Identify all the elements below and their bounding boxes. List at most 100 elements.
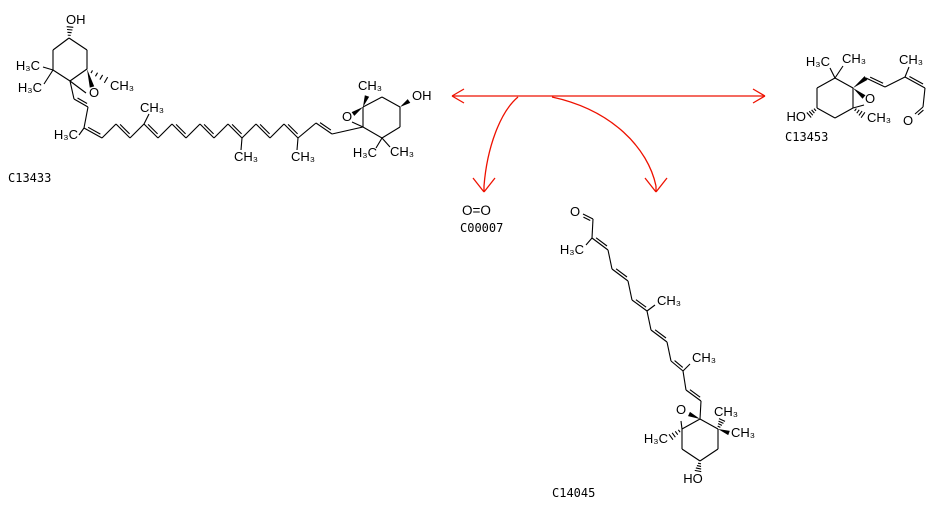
bond-line [199,123,215,139]
atom-label-h3c: H₃C [16,58,40,73]
atom-label-ch3: CH₃ [234,149,258,164]
bond-line [69,80,75,100]
atom-label-o: O [676,402,686,417]
compound-id-c00007[interactable]: C00007 [460,221,503,235]
hash-bond-tick [694,469,702,473]
bond-line [585,237,593,246]
bond-line [582,213,594,220]
compound-id-c14045[interactable]: C14045 [552,486,595,500]
hash-bond-tick [66,26,74,28]
compound-id-c13453[interactable]: C13453 [785,130,828,144]
bond-line [914,106,924,115]
double-bond-line [287,124,298,135]
double-bond-line [917,109,924,116]
double-bond-line [689,389,701,398]
bond-line [646,304,656,312]
hash-bond-tick [674,430,679,436]
bond-line [143,123,159,139]
double-bond-line [175,124,186,135]
arrowhead-right [752,88,766,97]
bond-line [834,107,854,119]
atom-label-ch3: CH₃ [867,110,891,125]
wedge-bond [853,88,866,99]
bond-line [52,69,71,82]
atom-label-ch3: CH₃ [390,144,414,159]
bond-line [69,80,87,94]
arrowhead-down [644,177,657,193]
atom-label-h3c: H₃C [806,54,830,69]
wedge-bond [363,95,370,107]
bond-line [699,418,719,430]
wedge-bond [853,76,868,88]
bond-line [185,123,201,139]
double-bond-line [595,237,608,247]
bond-line [631,299,648,312]
arrowhead-left [451,88,465,97]
bond-line [351,121,364,128]
bond-line [157,123,173,139]
hash-bond-tick [99,74,104,80]
atom-label-ch3: CH₃ [358,78,382,93]
atom-label-o: O [865,91,875,106]
atom-label-ch3: CH₃ [692,350,716,365]
compound-c00007[interactable]: O=O C00007 [460,203,503,235]
bond-line [816,77,836,89]
atom-label-o: O [89,85,99,100]
bond-line [143,113,150,125]
arrowhead-down [483,177,496,193]
double-bond-line [635,299,647,308]
hash-bond-tick [808,110,814,116]
bond-line [666,341,672,362]
bond-line [241,123,257,139]
bond-line [699,448,719,462]
double-bond-line [319,122,332,131]
bond-line [670,360,684,372]
wedge-bond [718,429,730,436]
hash-bond-tick [677,429,681,433]
arrowhead-left [451,95,465,104]
bond-line [904,76,926,89]
bond-line [682,363,691,372]
bond-line [680,420,683,430]
atom-label-ch3: CH₃ [110,78,134,93]
atom-label-ch3: CH₃ [291,149,315,164]
double-bond-line [583,216,591,222]
atom-label-ch3: CH₃ [714,404,738,419]
atom-label-oh: OH [412,88,432,103]
compound-id-c13433[interactable]: C13433 [8,171,51,185]
wedge-bond [87,69,95,88]
double-bond-line [869,76,884,84]
bond-line [834,77,854,89]
bond-line [83,106,89,129]
bond-line [331,126,364,135]
bond-line [115,123,131,139]
hash-bond-tick [94,72,99,77]
bond-line [69,68,88,82]
bond-line [375,137,383,149]
atom-label-o: O [903,113,913,128]
bond-line [269,123,285,139]
double-bond-line [231,124,242,135]
bond-line [83,127,103,139]
bond-line [852,104,865,109]
bond-line [681,418,701,430]
bond-line [865,77,886,88]
bond-line [682,370,687,391]
atom-label-h3c: H₃C [18,80,42,95]
cofactor-formula-o2: O=O [462,203,491,218]
atom-label-h3c: H₃C [644,431,668,446]
bond-line [650,329,668,343]
hash-bond-tick [90,70,93,74]
hash-bond-tick [806,112,812,118]
atom-label-h3c: H₃C [54,127,78,142]
double-bond-line [77,97,88,104]
bond-line [381,137,391,148]
bond-line [591,218,594,239]
